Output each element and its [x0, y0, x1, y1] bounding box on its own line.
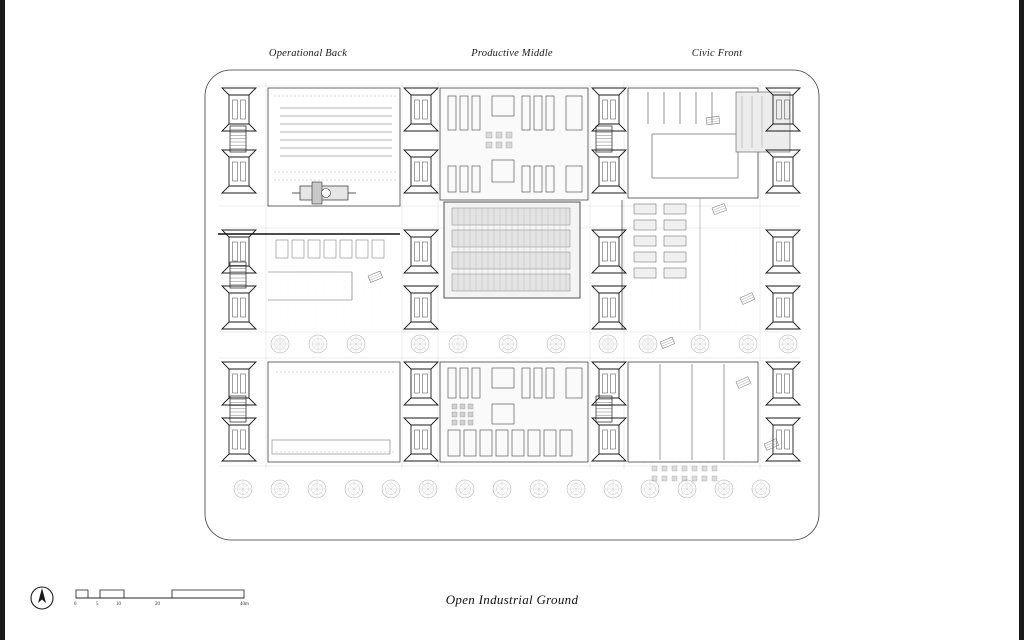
sheet-edge-right — [1019, 0, 1024, 640]
zone-label-operational-back: Operational Back — [268, 48, 348, 59]
scale-tick-5: 5 — [96, 602, 99, 607]
sheet-edge-left — [0, 0, 5, 640]
scale-tick-20: 20 — [155, 602, 160, 607]
zone-label-civic-front: Civic Front — [691, 48, 743, 59]
scale-unit-label: 40m — [240, 602, 249, 607]
zone-label-productive-middle: Productive Middle — [471, 48, 553, 59]
gantry-machine-symbol — [292, 181, 356, 205]
drawing-title: Open Industrial Ground — [445, 592, 579, 607]
lower-band-halls — [267, 361, 759, 482]
central-band — [218, 198, 701, 330]
scale-tick-10: 10 — [116, 602, 121, 607]
central-assembly-seating — [451, 207, 571, 292]
scale-bar — [75, 589, 245, 599]
scale-tick-0: 0 — [74, 602, 77, 607]
north-arrow-icon — [30, 586, 54, 610]
